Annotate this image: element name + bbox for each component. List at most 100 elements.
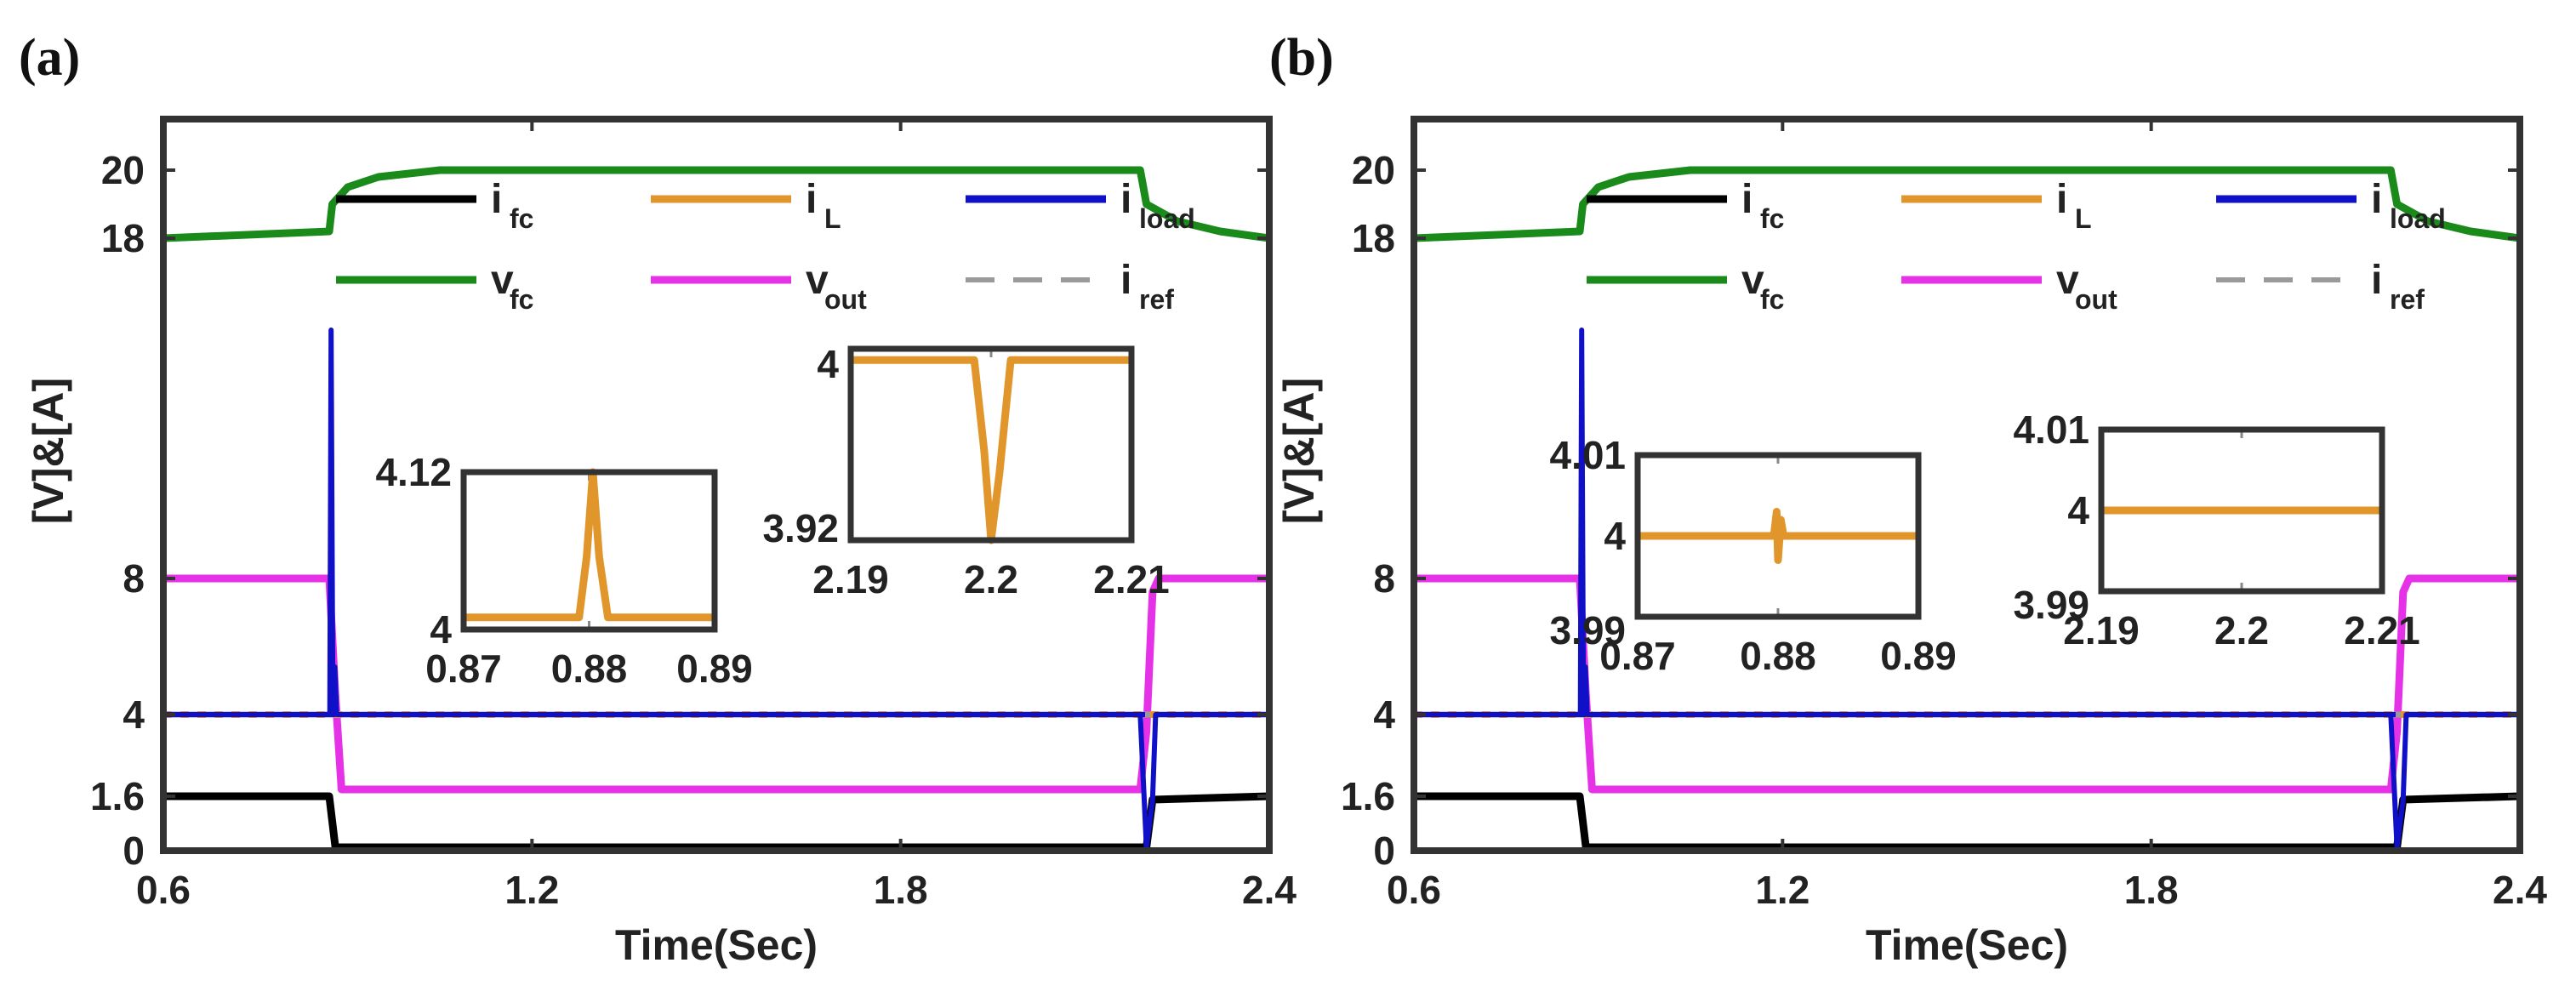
legend-label-subscript: load — [2390, 203, 2446, 234]
legend-label: v — [491, 258, 514, 303]
y-tick-label: 20 — [101, 148, 145, 192]
x-tick-label: 1.8 — [874, 868, 928, 912]
inset-y-tick-label: 4 — [430, 607, 452, 652]
x-tick-label: 0.6 — [1387, 868, 1441, 912]
inset-y-tick-label: 4 — [2067, 488, 2089, 533]
legend-label-subscript: fc — [1760, 203, 1784, 234]
legend-entry-v-fc: vfc — [1587, 258, 1784, 315]
inset-plot: 2.19 2.2 2.21 4.01 4 3.99 — [2013, 407, 2419, 652]
legend-label: i — [2371, 177, 2382, 222]
inset-y-tick-label: 3.92 — [762, 506, 839, 550]
series-line-v-fc — [163, 166, 1269, 242]
series-line-v-fc — [1414, 166, 2520, 242]
legend-entry-v-fc: vfc — [336, 258, 533, 315]
inset-series-line-i-l — [1638, 508, 1918, 564]
plot-frame — [1411, 116, 2523, 854]
inset-plot: 0.87 0.88 0.89 4.01 4 3.99 — [1549, 433, 1956, 678]
inset-plot: 0.87 0.88 0.89 4.12 4 — [375, 450, 752, 691]
legend-label: i — [2371, 258, 2382, 303]
y-axis-label: [V]&[A] — [1275, 378, 1323, 524]
y-tick-label: 18 — [101, 216, 145, 260]
inset-frame — [847, 345, 1135, 544]
y-tick-label: 4 — [1373, 692, 1395, 737]
legend-label-subscript: fc — [510, 203, 533, 234]
series-line-i-load — [163, 328, 1269, 850]
inset-frame — [1634, 452, 1922, 620]
legend-label: i — [1120, 258, 1131, 303]
inset-x-tick-label: 2.19 — [812, 557, 889, 601]
y-tick-label: 4 — [123, 692, 145, 737]
inset-x-tick-label: 0.87 — [1599, 634, 1676, 678]
series-line-i-fc — [1414, 792, 2520, 851]
x-tick-label: 2.4 — [1242, 868, 1297, 912]
x-tick-label: 2.4 — [2493, 868, 2547, 912]
legend-label-subscript: L — [2075, 203, 2092, 234]
y-tick-label: 1.6 — [90, 774, 145, 818]
inset-x-tick-label: 2.2 — [964, 557, 1018, 601]
legend-label-subscript: L — [824, 203, 841, 234]
y-axis-label: [V]&[A] — [25, 378, 72, 524]
series-group — [163, 166, 1269, 851]
inset-x-tick-label: 2.21 — [2344, 608, 2420, 652]
legend-label: v — [1741, 258, 1764, 303]
x-tick-label: 1.2 — [1755, 868, 1809, 912]
y-tick-label: 8 — [123, 556, 145, 601]
series-line-i-load — [1414, 328, 2520, 850]
legend-label-subscript: ref — [2390, 284, 2425, 315]
inset-x-tick-label: 0.89 — [676, 647, 753, 691]
x-axis-label: Time(Sec) — [1866, 921, 2068, 969]
y-tick-label: 0 — [123, 829, 145, 873]
x-tick-label: 1.8 — [2124, 868, 2179, 912]
plot-frame — [160, 116, 1273, 854]
legend-label-subscript: load — [1139, 203, 1195, 234]
inset-x-tick-label: 0.89 — [1880, 634, 1957, 678]
x-tick-label: 1.2 — [504, 868, 559, 912]
inset-y-tick-label: 4.01 — [1549, 433, 1626, 477]
y-tick-label: 20 — [1352, 148, 1395, 192]
inset-y-tick-label: 4.01 — [2013, 407, 2089, 452]
y-tick-label: 8 — [1373, 556, 1395, 601]
legend-label: i — [2056, 177, 2067, 222]
inset-frame — [460, 469, 718, 633]
inset-y-tick-label: 4 — [817, 342, 839, 386]
legend-label-subscript: out — [824, 284, 867, 315]
inset-x-tick-label: 0.88 — [1740, 634, 1816, 678]
legend-label: i — [1120, 177, 1131, 222]
y-tick-label: 1.6 — [1341, 774, 1395, 818]
inset-x-tick-label: 0.88 — [551, 647, 628, 691]
inset-y-tick-label: 4 — [1604, 514, 1626, 558]
legend-label-subscript: out — [2075, 284, 2117, 315]
inset-y-tick-label: 3.99 — [2013, 583, 2089, 627]
legend-label-subscript: ref — [1139, 284, 1174, 315]
panel-label: (a) — [19, 29, 80, 87]
x-axis-label: Time(Sec) — [615, 921, 818, 969]
inset-y-tick-label: 4.12 — [375, 450, 452, 494]
inset-x-tick-label: 2.21 — [1093, 557, 1170, 601]
series-line-i-fc — [163, 792, 1269, 851]
legend-label: i — [491, 177, 502, 222]
y-tick-label: 0 — [1373, 829, 1395, 873]
legend-label: i — [806, 177, 817, 222]
x-tick-label: 0.6 — [136, 868, 191, 912]
legend-label: i — [1741, 177, 1752, 222]
legend-label-subscript: fc — [510, 284, 533, 315]
inset-y-tick-label: 3.99 — [1549, 608, 1626, 652]
panel-label: (b) — [1269, 29, 1334, 87]
inset-x-tick-label: 2.2 — [2214, 608, 2269, 652]
inset-x-tick-label: 0.87 — [425, 647, 502, 691]
y-tick-label: 18 — [1352, 216, 1395, 260]
legend-label-subscript: fc — [1760, 284, 1784, 315]
inset-x-tick-label: 2.19 — [2063, 608, 2140, 652]
legend-label: v — [806, 258, 829, 303]
